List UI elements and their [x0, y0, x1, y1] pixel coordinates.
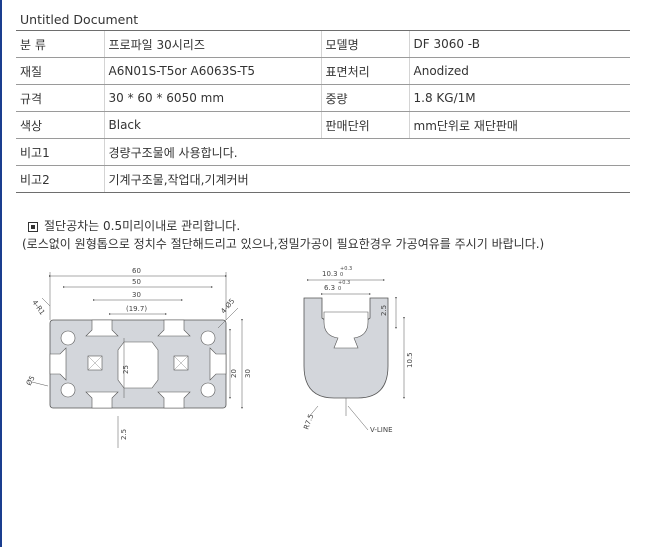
processing-note: (로스없이 원형톱으로 정치수 절단해드리고 있으나,정밀가공이 필요한경우 가…	[22, 237, 545, 251]
slot-width-inner-tol: +0.3	[338, 280, 350, 286]
dim-20: 20	[230, 369, 238, 378]
slot-depth: 10.5	[406, 352, 414, 368]
spec-value: A6N01S-T5or A6063S-T5	[103, 57, 321, 85]
spec-value: DF 3060 -B	[408, 30, 630, 58]
dimension-lines	[31, 272, 243, 448]
slot-radius: R7.5	[302, 413, 315, 431]
profile-drawing: 60 50 30 (19.7) 4-R1 4-Ø5 Ø5 25 20 30 2.…	[25, 266, 414, 448]
tolerance-text: 절단공차는 0.5미리이내로 관리합니다.	[44, 219, 241, 233]
dim-30: 30	[132, 291, 141, 299]
dim-50: 50	[132, 278, 141, 286]
spec-label: 판매단위	[320, 111, 409, 139]
spec-label: 재질	[16, 57, 104, 85]
dim-25: 25	[122, 365, 130, 374]
slot-width-inner-tol2: 0	[338, 286, 341, 292]
spec-value: 1.8 KG/1M	[408, 84, 630, 112]
slot-width-inner: 6.3	[324, 284, 335, 292]
square-bullet-icon	[28, 221, 38, 232]
dim-30-side: 30	[244, 369, 252, 378]
table-row: 분 류 프로파일 30시리즈 모델명 DF 3060 -B	[16, 30, 630, 58]
table-row: 비고1 경량구조물에 사용합니다.	[16, 138, 630, 166]
spec-value: 프로파일 30시리즈	[103, 30, 321, 58]
spec-label: 중량	[320, 84, 409, 112]
spec-label: 규격	[16, 84, 104, 112]
dim-corner-radius: 4-R1	[30, 299, 46, 317]
spec-value: mm단위로 재단판매	[408, 111, 630, 139]
spec-value: Black	[103, 111, 321, 139]
table-row: 재질 A6N01S-T5or A6063S-T5 표면처리 Anodized	[16, 57, 630, 85]
dim-hole: Ø5	[25, 374, 37, 387]
dim-2-5: 2.5	[120, 429, 128, 440]
slot-width-outer-tol2: 0	[340, 272, 343, 278]
spec-value: Anodized	[408, 57, 630, 85]
slot-dimension-lines	[307, 279, 405, 431]
remark-value: 기계구조물,작업대,기계커버	[103, 165, 630, 193]
left-edge-rule	[0, 0, 2, 547]
spec-label: 분 류	[16, 30, 104, 58]
spec-label: 표면처리	[320, 57, 409, 85]
table-row: 규격 30 * 60 * 6050 mm 중량 1.8 KG/1M	[16, 84, 630, 112]
slot-depth-top: 2.5	[380, 305, 388, 316]
profile-cross-section	[49, 319, 227, 409]
dim-19-7: (19.7)	[126, 305, 147, 313]
remark-label: 비고2	[16, 165, 104, 193]
spec-label: 모델명	[320, 30, 409, 58]
slot-vline: V-LINE	[370, 426, 393, 434]
slot-width-outer: 10.3	[322, 270, 338, 278]
slot-width-outer-tol: +0.3	[340, 266, 352, 272]
page-title: Untitled Document	[20, 12, 139, 27]
dim-hole-dia: 4-Ø5	[219, 297, 236, 315]
tolerance-note: 절단공차는 0.5미리이내로 관리합니다.	[28, 217, 240, 234]
dim-60: 60	[132, 267, 141, 275]
spec-value: 30 * 60 * 6050 mm	[103, 84, 321, 112]
spec-label: 색상	[16, 111, 104, 139]
spec-table: 분 류 프로파일 30시리즈 모델명 DF 3060 -B 재질 A6N01S-…	[16, 30, 630, 193]
remark-label: 비고1	[16, 138, 104, 166]
table-row: 비고2 기계구조물,작업대,기계커버	[16, 165, 630, 193]
table-row: 색상 Black 판매단위 mm단위로 재단판매	[16, 111, 630, 139]
remark-value: 경량구조물에 사용합니다.	[103, 138, 630, 166]
slot-detail	[303, 297, 389, 416]
